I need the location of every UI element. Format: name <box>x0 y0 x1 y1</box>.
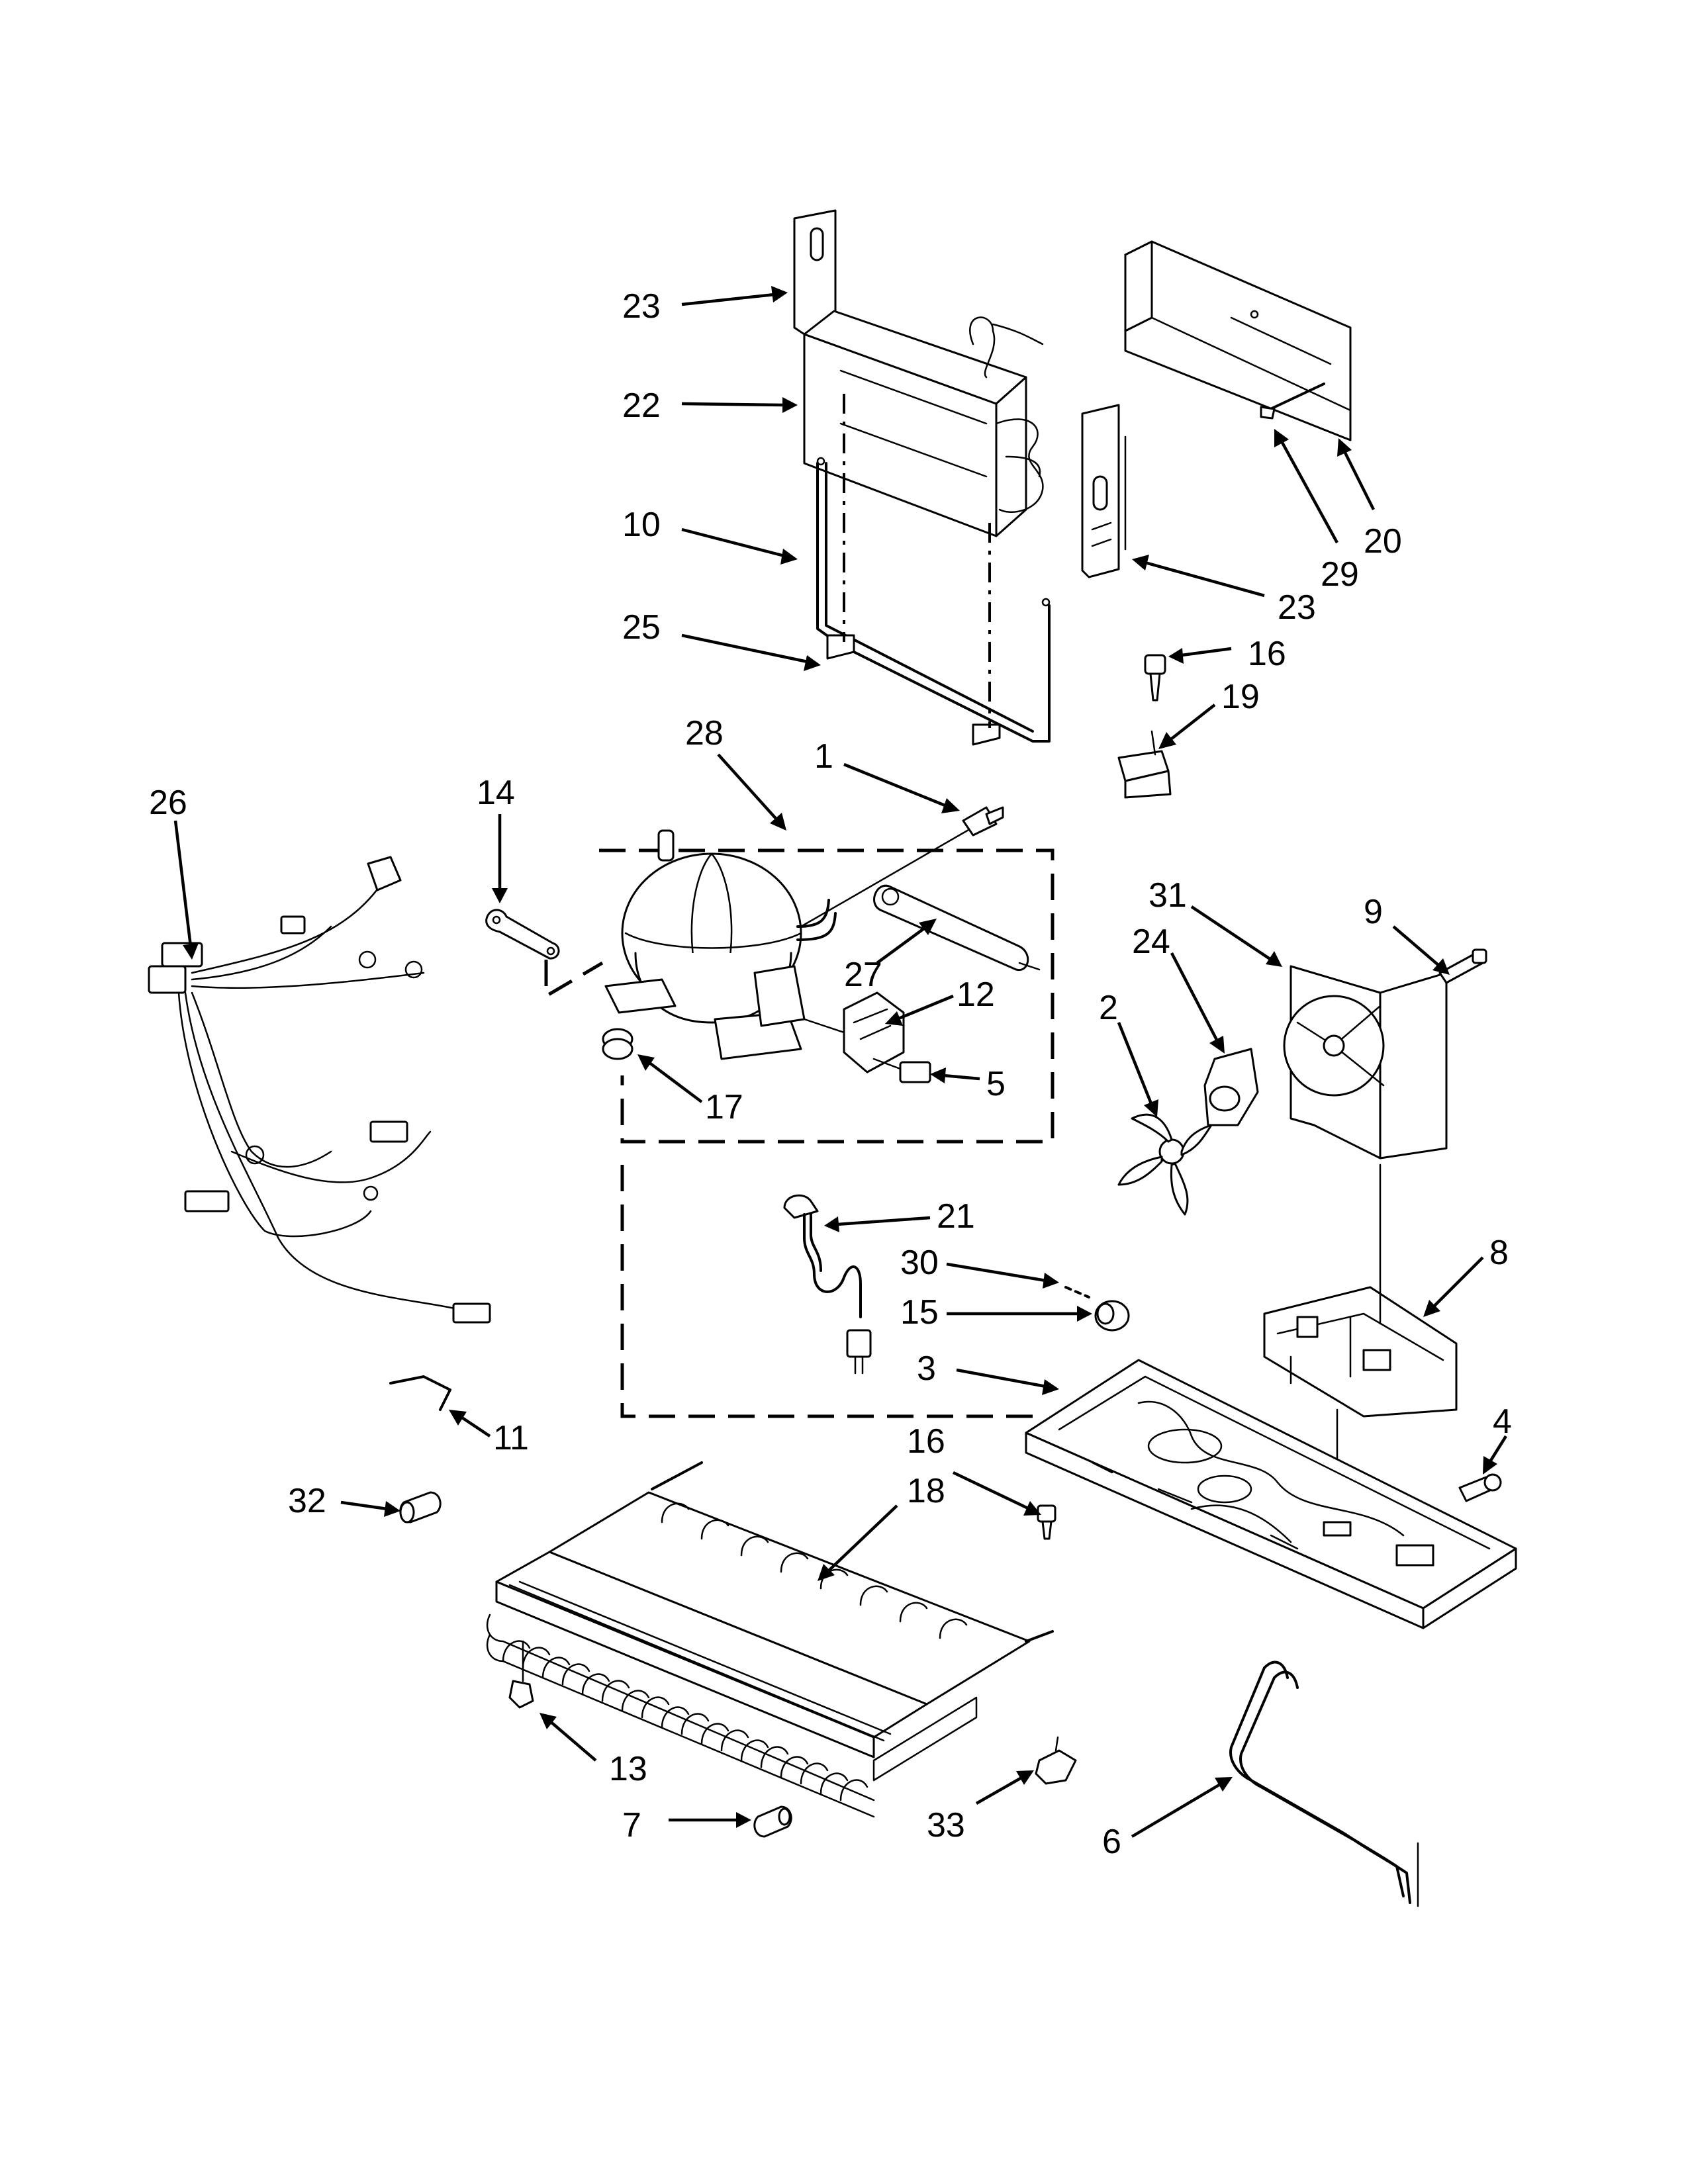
condenser-clip <box>508 1640 534 1709</box>
start-relay <box>803 991 905 1073</box>
screw-top <box>962 806 1004 837</box>
callout-24: 24 <box>1132 923 1170 961</box>
tube-fitting <box>399 1491 442 1524</box>
callout-1: 1 <box>814 737 833 776</box>
callout-7: 7 <box>622 1806 641 1844</box>
callout-21: 21 <box>937 1197 975 1236</box>
fan-bracket <box>1263 1286 1458 1418</box>
screw-lower <box>1037 1504 1056 1540</box>
tube-coupling <box>753 1805 792 1838</box>
process-tube <box>1064 1286 1090 1298</box>
callout-20: 20 <box>1364 522 1402 561</box>
callout-25: 25 <box>622 608 661 647</box>
callout-18: 18 <box>907 1472 945 1510</box>
callout-10: 10 <box>622 506 661 544</box>
evaporator-cover <box>1124 240 1352 441</box>
compressor <box>604 829 837 1060</box>
callout-28: 28 <box>685 714 724 752</box>
condenser-fan-motor <box>1203 1048 1259 1126</box>
compressor-grommet <box>602 1028 633 1060</box>
compressor-bolt-line <box>800 826 974 928</box>
callout-19: 19 <box>1221 678 1260 716</box>
callout-labels: 23 22 10 25 20 29 23 16 19 26 14 28 1 27… <box>149 287 1512 1861</box>
callout-29: 29 <box>1321 555 1359 594</box>
callout-27: 27 <box>844 956 882 994</box>
power-connector <box>872 1058 931 1083</box>
callout-22: 22 <box>622 387 661 425</box>
callout-11: 11 <box>493 1419 529 1457</box>
screw-upper <box>1144 654 1166 702</box>
callout-14: 14 <box>477 774 515 812</box>
callout-12: 12 <box>957 976 995 1014</box>
defrost-heater <box>816 457 1051 746</box>
callout-6: 6 <box>1102 1823 1121 1861</box>
wire-harness <box>148 856 491 1324</box>
callout-8: 8 <box>1489 1234 1509 1272</box>
compressor-to-machine-compartment-line <box>620 1165 1033 1418</box>
callout-3: 3 <box>917 1349 936 1388</box>
tube-cap <box>1094 1300 1130 1332</box>
callout-15: 15 <box>900 1293 939 1332</box>
mounting-bracket <box>1117 730 1172 799</box>
shroud-screw <box>1438 948 1487 984</box>
ground-strap <box>485 909 560 960</box>
callout-17: 17 <box>705 1088 743 1126</box>
callout-16-upper: 16 <box>1248 635 1286 673</box>
fan-shroud <box>1283 965 1448 1160</box>
callout-13: 13 <box>609 1750 647 1788</box>
evaporator-bracket-right <box>1081 404 1127 578</box>
filter-drier <box>873 884 1041 971</box>
leader-lines <box>173 286 1507 1838</box>
wire-clip <box>389 1375 451 1411</box>
callout-32: 32 <box>288 1482 326 1520</box>
push-pin <box>1035 1736 1077 1785</box>
callout-23-lower: 23 <box>1278 588 1316 627</box>
callout-33: 33 <box>927 1806 965 1844</box>
callout-16-lower: 16 <box>907 1422 945 1461</box>
callout-23-upper: 23 <box>622 287 661 326</box>
defrost-drain-line <box>1229 1661 1419 1907</box>
callout-2: 2 <box>1099 989 1118 1027</box>
callout-9: 9 <box>1364 893 1383 931</box>
machine-compartment-base <box>1025 1359 1517 1629</box>
callout-26: 26 <box>149 784 187 822</box>
strap-alignment-line <box>544 960 604 999</box>
compressor-group-boundary <box>599 848 1055 1144</box>
callout-5: 5 <box>986 1065 1006 1103</box>
drain-tube <box>783 1194 872 1375</box>
callout-31: 31 <box>1149 876 1187 915</box>
base-screw <box>1458 1473 1502 1502</box>
callout-4: 4 <box>1493 1402 1512 1441</box>
condenser <box>486 1461 1054 1818</box>
condenser-fan-blade <box>1117 1113 1213 1216</box>
evaporator-assembly <box>793 209 1044 537</box>
callout-30: 30 <box>900 1244 939 1282</box>
